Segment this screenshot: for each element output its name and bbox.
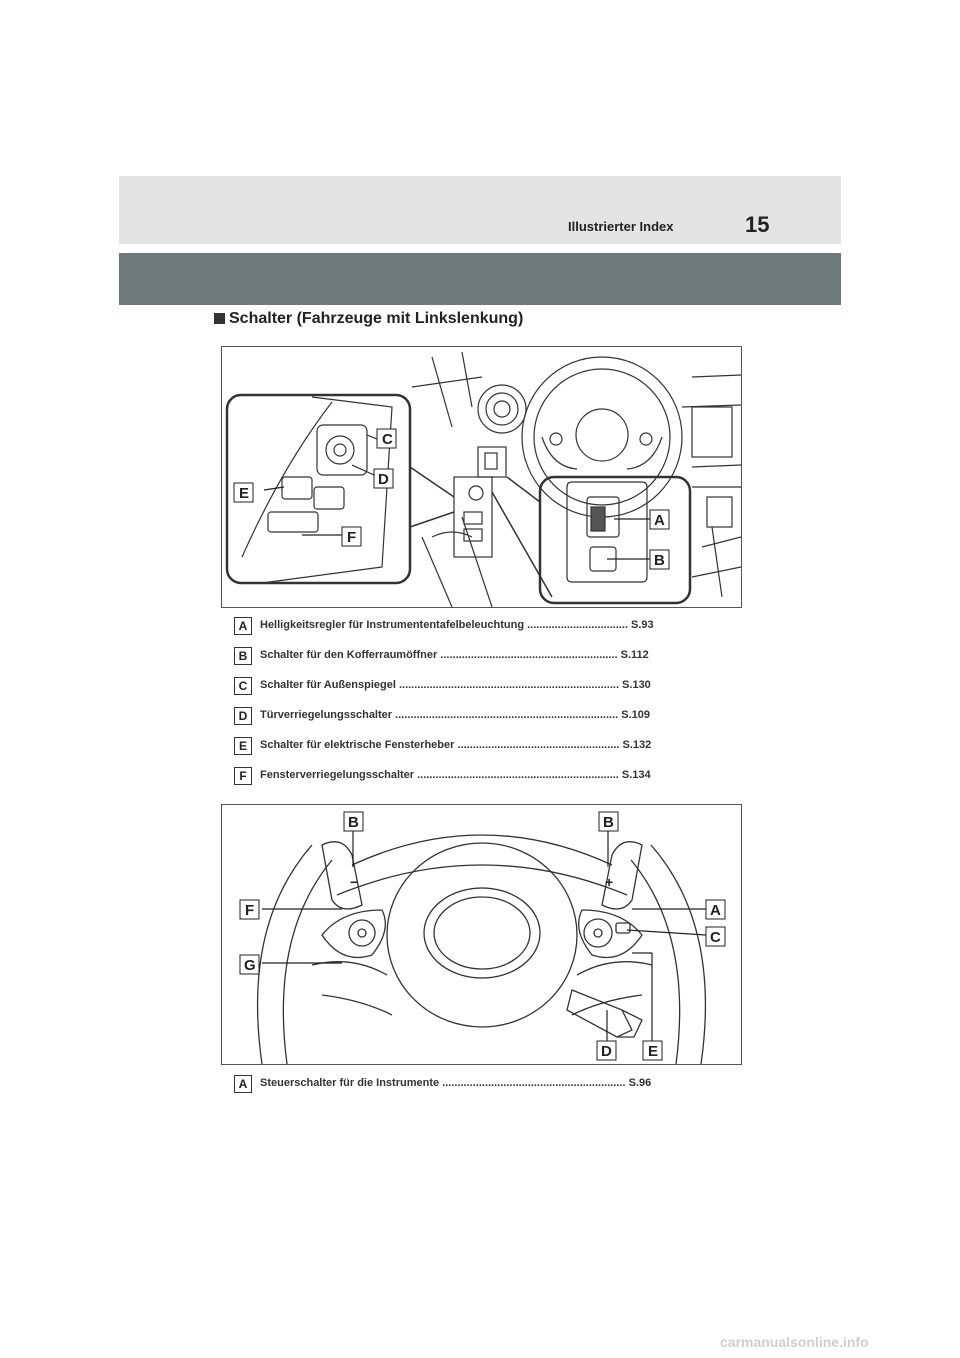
callout-c: C	[710, 929, 721, 946]
item-letter: E	[234, 737, 252, 755]
minus-sign: −	[350, 874, 358, 890]
callout-a: A	[710, 902, 721, 919]
steering-wheel-drawing: B B F A C G D E − +	[239, 811, 726, 1064]
watermark: carmanualsonline.info	[720, 1334, 869, 1350]
callout-c: C	[382, 431, 393, 448]
item-text: Schalter für Außenspiegel ..............…	[260, 679, 651, 691]
section-heading-text: Schalter (Fahrzeuge mit Linkslenkung)	[229, 310, 524, 327]
item-text: Schalter für den Kofferraumöffner ......…	[260, 649, 649, 661]
item-letter: A	[234, 617, 252, 635]
steering-wheel-illustration: B B F A C G D E − +	[221, 804, 742, 1065]
callout-d: D	[378, 471, 389, 488]
figure2-callouts: B B F A C G D E − +	[239, 811, 726, 1061]
dashboard-drawing: C D E F A B	[225, 351, 741, 607]
callout-b: B	[654, 552, 665, 569]
list-item: A Helligkeitsregler für Instrumententafe…	[234, 616, 724, 635]
section-heading: Schalter (Fahrzeuge mit Linkslenkung)	[214, 310, 523, 328]
list-item: C Schalter für Außenspiegel ............…	[234, 676, 724, 695]
callout-b-right: B	[603, 814, 614, 831]
list-item: E Schalter für elektrische Fensterheber …	[234, 736, 724, 755]
list-item: D Türverriegelungsschalter .............…	[234, 706, 724, 725]
item-letter: B	[234, 647, 252, 665]
item-text: Türverriegelungsschalter ...............…	[260, 709, 651, 721]
callout-e: E	[648, 1043, 658, 1060]
figure1-callouts: C D E F A B	[233, 428, 670, 570]
callout-g: G	[244, 957, 256, 974]
square-bullet-icon	[214, 313, 225, 324]
callout-f: F	[347, 529, 356, 546]
callout-f: F	[245, 902, 254, 919]
list-item: B Schalter für den Kofferraumöffner ....…	[234, 646, 724, 665]
switches-illustration: C D E F A B	[221, 346, 742, 608]
item-text: Steuerschalter für die Instrumente .....…	[260, 1077, 652, 1089]
plus-sign: +	[605, 874, 613, 890]
item-text: Fensterverriegelungsschalter ...........…	[260, 769, 651, 781]
page-number: 15	[745, 212, 770, 237]
header-band	[119, 176, 841, 244]
item-letter: F	[234, 767, 252, 785]
section-name: Illustrierter Index	[568, 219, 674, 234]
header-bar	[119, 253, 841, 305]
callout-b-left: B	[348, 814, 359, 831]
item-letter: C	[234, 677, 252, 695]
callout-e: E	[239, 485, 249, 502]
callout-d: D	[601, 1043, 612, 1060]
list-item: A Steuerschalter für die Instrumente ...…	[234, 1074, 724, 1093]
item-letter: D	[234, 707, 252, 725]
list-item: F Fensterverriegelungsschalter .........…	[234, 766, 724, 785]
callout-a: A	[654, 512, 665, 529]
item-letter: A	[234, 1075, 252, 1093]
item-text: Helligkeitsregler für Instrumententafelb…	[260, 619, 654, 631]
item-text: Schalter für elektrische Fensterheber ..…	[260, 739, 652, 751]
